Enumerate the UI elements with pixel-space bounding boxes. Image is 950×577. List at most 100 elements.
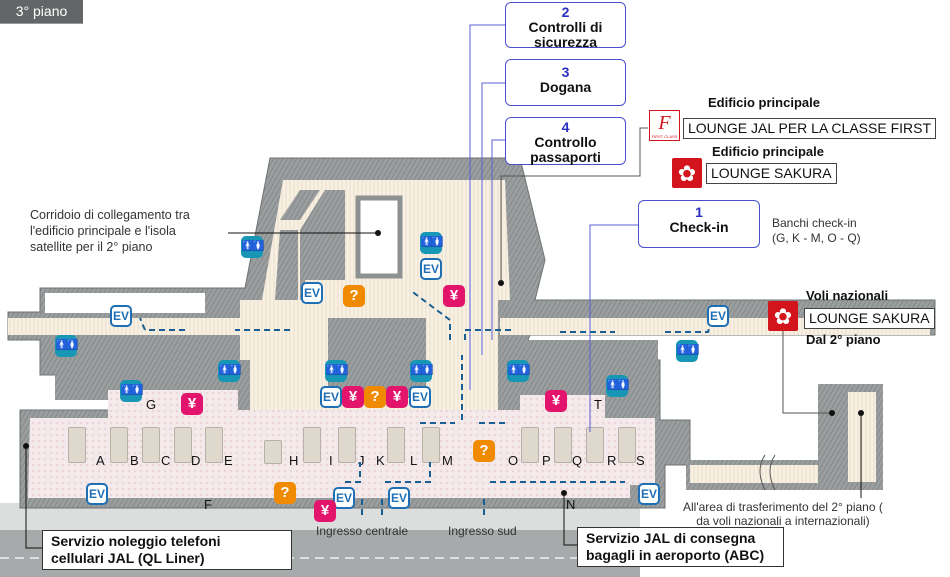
check-in-counter[interactable] — [68, 427, 86, 463]
check-in-counter[interactable] — [264, 440, 282, 464]
elevator-icon[interactable]: EV — [420, 258, 442, 280]
restroom-icon[interactable]: 🚹🚺 — [410, 360, 433, 382]
interior-wall — [300, 190, 345, 300]
elevator-icon[interactable]: EV — [301, 282, 323, 304]
entrance-south[interactable]: Ingresso sud — [448, 524, 517, 538]
step-customs-box[interactable]: 3 Dogana — [505, 59, 626, 106]
counter-label: F — [204, 497, 212, 512]
counter-label: K — [376, 453, 385, 468]
counter-label: J — [358, 453, 365, 468]
restroom-icon[interactable]: 🚹🚺 — [241, 236, 264, 258]
transfer-note-line: da voli nazionali a internazionali) — [696, 514, 870, 528]
check-in-counter[interactable] — [338, 427, 356, 463]
check-in-counter[interactable] — [205, 427, 223, 463]
first-lounge-location: Edificio principale — [708, 95, 820, 110]
elevator-icon[interactable]: EV — [333, 487, 355, 509]
counter-label: B — [130, 453, 139, 468]
corridor-note-line: l'edificio principale e l'isola — [30, 224, 176, 238]
counter-label: C — [161, 453, 171, 468]
restroom-icon[interactable]: 🚹🚺 — [606, 375, 629, 397]
counter-label: G — [146, 397, 157, 412]
domestic-lounge-note: Dal 2° piano — [806, 332, 881, 347]
check-in-counter[interactable] — [422, 427, 440, 463]
corridor-note: Corridoio di collegamento tra l'edificio… — [30, 207, 190, 255]
currency-exchange-icon[interactable]: ¥ — [386, 386, 408, 408]
sakura-lounge-icon: ✿ — [672, 158, 702, 188]
elevator-icon[interactable]: EV — [388, 487, 410, 509]
sakura-lounge-icon: ✿ — [768, 301, 798, 331]
elevator-icon[interactable]: EV — [86, 483, 108, 505]
phone-rental-callout[interactable]: Servizio noleggio telefoni cellulari JAL… — [42, 530, 292, 570]
interior-wall — [275, 230, 298, 300]
step-label: sicurezza — [533, 34, 598, 50]
check-in-counter[interactable] — [521, 427, 539, 463]
callout-line: bagagli in aeroporto (ABC) — [586, 547, 765, 563]
step-number: 4 — [561, 119, 570, 135]
interior-void — [355, 195, 403, 279]
step-label: Dogana — [539, 79, 592, 95]
step-security-box[interactable]: 2 Controlli di sicurezza — [505, 2, 626, 50]
counter-label: T — [594, 397, 602, 412]
information-icon[interactable]: ? — [274, 482, 296, 504]
step-checkin-box[interactable]: 1 Check-in — [638, 200, 760, 248]
restroom-icon[interactable]: 🚹🚺 — [218, 360, 241, 382]
elevator-icon[interactable]: EV — [638, 483, 660, 505]
step-label: Controllo — [534, 134, 597, 150]
transfer-tower-floor — [848, 392, 876, 482]
sakura-lounge-name[interactable]: LOUNGE SAKURA — [706, 163, 837, 184]
step-passport-box[interactable]: 4 Controllo passaporti — [505, 117, 626, 165]
elevator-icon[interactable]: EV — [409, 386, 431, 408]
step-label: passaporti — [530, 149, 601, 165]
restroom-icon[interactable]: 🚹🚺 — [55, 335, 78, 357]
checkin-note-line: Banchi check-in — [772, 216, 857, 230]
baggage-callout[interactable]: Servizio JAL di consegna bagagli in aero… — [577, 527, 784, 567]
transfer-note: All'area di trasferimento del 2° piano (… — [683, 500, 883, 528]
checkin-note: Banchi check-in (G, K - M, O - Q) — [772, 216, 861, 246]
step-number: 3 — [561, 64, 570, 80]
currency-exchange-icon[interactable]: ¥ — [314, 500, 336, 522]
callout-line: Servizio JAL di consegna — [586, 530, 756, 546]
information-icon[interactable]: ? — [473, 440, 495, 462]
entrance-central[interactable]: Ingresso centrale — [316, 524, 409, 538]
callout-line: Servizio noleggio telefoni — [51, 533, 221, 549]
information-icon[interactable]: ? — [364, 386, 386, 408]
information-icon[interactable]: ? — [343, 285, 365, 307]
counter-label: N — [566, 497, 576, 512]
first-lounge-name[interactable]: LOUNGE JAL PER LA CLASSE FIRST — [683, 118, 937, 139]
check-in-counter[interactable] — [387, 427, 405, 463]
east-block — [508, 340, 658, 395]
check-in-counter[interactable] — [110, 427, 128, 463]
restroom-icon[interactable]: 🚹🚺 — [507, 360, 530, 382]
check-in-counter[interactable] — [142, 427, 160, 463]
check-in-counter[interactable] — [303, 427, 321, 463]
counter-label: L — [410, 453, 418, 468]
currency-exchange-icon[interactable]: ¥ — [181, 393, 203, 415]
restroom-icon[interactable]: 🚹🚺 — [420, 232, 443, 254]
counter-label: E — [224, 453, 233, 468]
check-in-counter[interactable] — [586, 427, 604, 463]
elevator-icon[interactable]: EV — [707, 305, 729, 327]
counter-label: A — [96, 453, 105, 468]
transfer-note-line: All'area di trasferimento del 2° piano ( — [683, 500, 883, 514]
corridor-note-line: satellite per il 2° piano — [30, 240, 153, 254]
step-label: Check-in — [669, 219, 729, 235]
step-number: 1 — [695, 204, 703, 220]
counter-label: P — [542, 453, 551, 468]
currency-exchange-icon[interactable]: ¥ — [342, 386, 364, 408]
domestic-lounge-name[interactable]: LOUNGE SAKURA — [804, 308, 935, 329]
counter-label: M — [442, 453, 453, 468]
sakura-lounge-location: Edificio principale — [712, 144, 824, 159]
elevator-icon[interactable]: EV — [110, 305, 132, 327]
step-number: 2 — [561, 4, 570, 20]
check-in-counter[interactable] — [554, 427, 572, 463]
restroom-icon[interactable]: 🚹🚺 — [676, 340, 699, 362]
restroom-icon[interactable]: 🚹🚺 — [120, 380, 143, 402]
checkin-note-line: (G, K - M, O - Q) — [772, 231, 861, 245]
check-in-counter[interactable] — [174, 427, 192, 463]
restroom-icon[interactable]: 🚹🚺 — [325, 360, 348, 382]
currency-exchange-icon[interactable]: ¥ — [443, 285, 465, 307]
currency-exchange-icon[interactable]: ¥ — [545, 390, 567, 412]
west-corridor-upper-opening — [45, 293, 205, 313]
elevator-icon[interactable]: EV — [320, 386, 342, 408]
check-in-counter[interactable] — [618, 427, 636, 463]
